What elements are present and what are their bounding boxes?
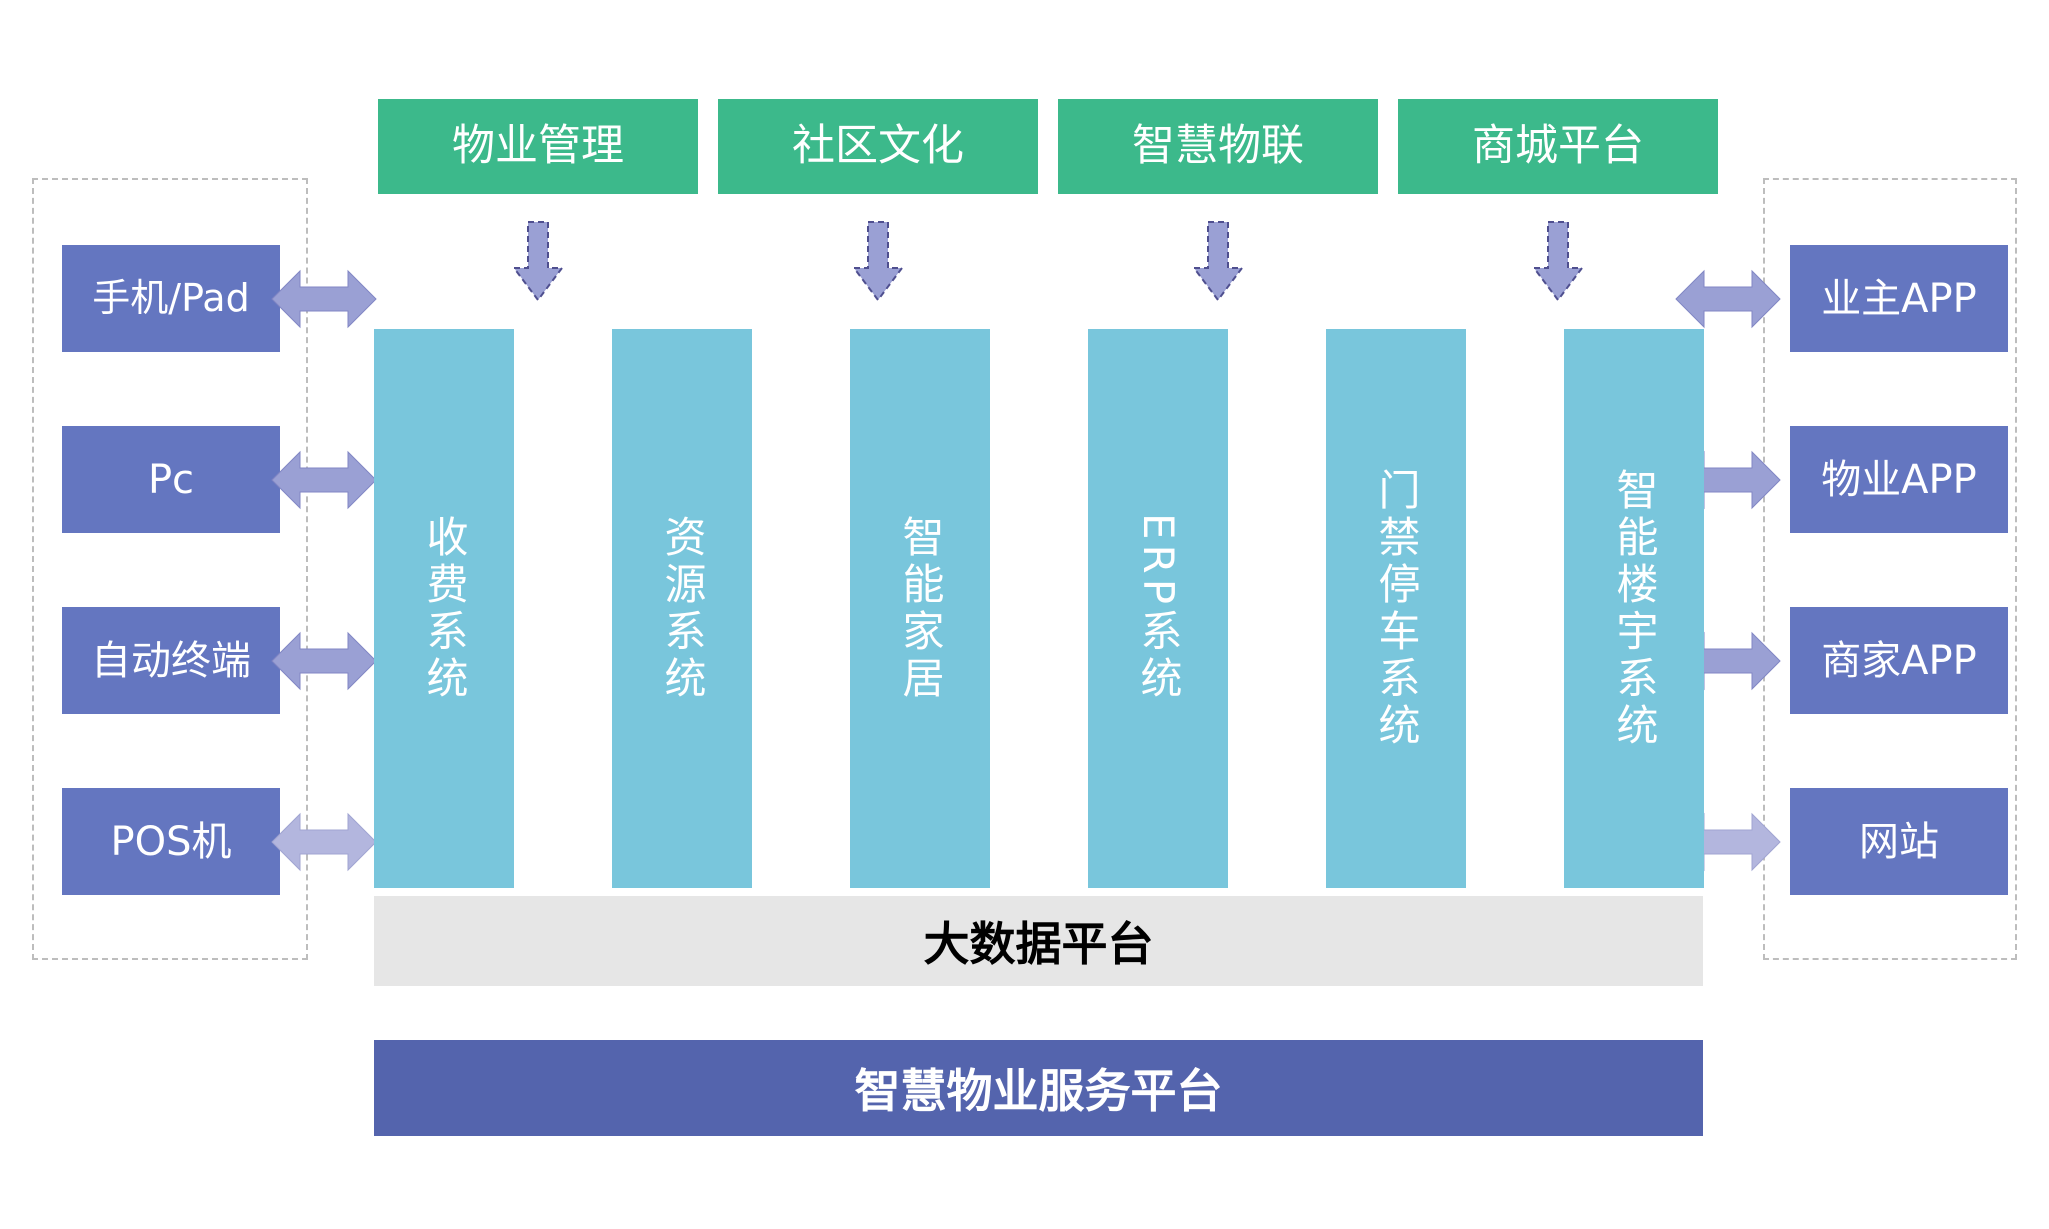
app-label: 商家APP [1821, 637, 1977, 684]
app-label: 物业APP [1821, 456, 1977, 503]
system-column-erp[interactable]: ERP系统 [1088, 329, 1228, 888]
channel-box-smart-iot[interactable]: 智慧物联 [1058, 99, 1378, 194]
arrow-down-icon-4 [1532, 221, 1584, 302]
channel-label: 商城平台 [1472, 120, 1644, 171]
app-box-owner-app[interactable]: 业主APP [1790, 245, 2008, 352]
channel-label: 社区文化 [792, 120, 964, 171]
channel-label: 物业管理 [452, 120, 624, 171]
system-column-billing[interactable]: 收费系统 [374, 329, 514, 888]
device-label: 自动终端 [91, 637, 251, 684]
system-column-label: 智能家居 [896, 514, 945, 703]
device-label: POS机 [110, 818, 232, 865]
system-column-smart-home[interactable]: 智能家居 [850, 329, 990, 888]
app-box-merchant-app[interactable]: 商家APP [1790, 607, 2008, 714]
arrow-left-right-icon-l2 [271, 448, 377, 512]
system-column-label: ERP系统 [1134, 513, 1183, 704]
arrow-down-icon-1 [512, 221, 564, 302]
system-column-label: 收费系统 [420, 514, 469, 703]
device-box-pc[interactable]: Pc [62, 426, 280, 533]
arrow-down-icon-2 [852, 221, 904, 302]
system-column-label: 门禁停车系统 [1372, 467, 1421, 750]
device-label: Pc [147, 456, 195, 503]
channel-box-community-culture[interactable]: 社区文化 [718, 99, 1038, 194]
smart-property-service-platform-label: 智慧物业服务平台 [854, 1064, 1223, 1118]
big-data-platform-bar[interactable]: 大数据平台 [374, 896, 1703, 986]
left-device-group-frame [32, 178, 308, 960]
system-column-access-parking[interactable]: 门禁停车系统 [1326, 329, 1466, 888]
arrow-left-right-icon-l3 [271, 629, 377, 693]
arrow-down-icon-3 [1192, 221, 1244, 302]
smart-property-service-platform-bar[interactable]: 智慧物业服务平台 [374, 1040, 1703, 1136]
big-data-platform-label: 大数据平台 [923, 917, 1154, 971]
device-box-self-service-terminal[interactable]: 自动终端 [62, 607, 280, 714]
channel-box-property-management[interactable]: 物业管理 [378, 99, 698, 194]
system-column-label: 资源系统 [658, 514, 707, 703]
app-box-property-app[interactable]: 物业APP [1790, 426, 2008, 533]
channel-box-mall-platform[interactable]: 商城平台 [1398, 99, 1718, 194]
right-app-group-frame [1763, 178, 2017, 960]
system-column-resource[interactable]: 资源系统 [612, 329, 752, 888]
device-box-pos[interactable]: POS机 [62, 788, 280, 895]
app-label: 网站 [1859, 818, 1939, 865]
app-box-website[interactable]: 网站 [1790, 788, 2008, 895]
channel-label: 智慧物联 [1132, 120, 1304, 171]
app-label: 业主APP [1821, 275, 1977, 322]
device-label: 手机/Pad [92, 275, 250, 320]
arrow-left-right-icon-r1 [1675, 267, 1781, 331]
system-column-smart-building[interactable]: 智能楼宇系统 [1564, 329, 1704, 888]
system-column-label: 智能楼宇系统 [1610, 467, 1659, 750]
arrow-left-right-icon-l4 [271, 810, 377, 874]
device-box-phone-pad[interactable]: 手机/Pad [62, 245, 280, 352]
arrow-left-right-icon-l1 [271, 267, 377, 331]
